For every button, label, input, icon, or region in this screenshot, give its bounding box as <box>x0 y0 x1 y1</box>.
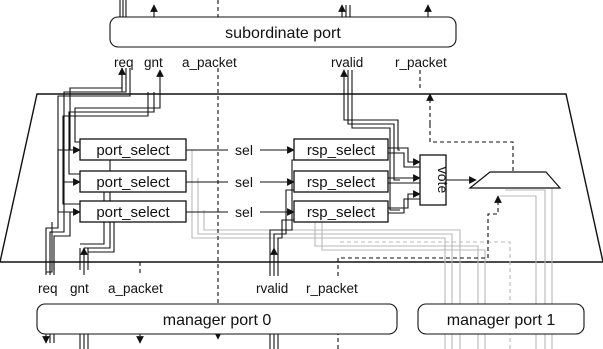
port-select-label-1: port_select <box>96 142 170 159</box>
rsp-select-box-2 <box>293 170 389 193</box>
sel-label-1: sel <box>235 142 253 158</box>
manager-port-1-label: manager port 1 <box>447 312 556 329</box>
rsp-select-box-3 <box>293 200 389 223</box>
sel-label-2: sel <box>235 174 253 190</box>
bottom-rvalid-label: rvalid <box>256 281 288 296</box>
top-a-packet-label: a_packet <box>182 55 237 70</box>
sel-arrows <box>186 146 295 216</box>
rsp-select-box-1 <box>293 138 389 161</box>
manager-port-1-box <box>417 303 585 335</box>
port-select-box-2 <box>79 170 187 193</box>
bottom-r-packet-label: r_packet <box>306 281 358 296</box>
bottom-a-packet-label: a_packet <box>108 281 163 296</box>
vote-box <box>419 154 447 206</box>
sel-label-3: sel <box>235 204 253 220</box>
bottom-req-label: req <box>38 281 58 296</box>
response-mux <box>468 171 562 189</box>
rsp-select-label-1: rsp_select <box>307 142 376 159</box>
vote-label: vote <box>435 167 451 194</box>
rsp-select-label-3: rsp_select <box>307 204 376 221</box>
top-rvalid-label: rvalid <box>331 55 363 70</box>
top-r-packet-label: r_packet <box>395 55 447 70</box>
rsp-to-vote <box>388 147 477 214</box>
manager-port-0-label: manager port 0 <box>163 312 272 329</box>
port-select-label-2: port_select <box>96 174 170 191</box>
top-gnt-label: gnt <box>144 55 163 70</box>
grey-wires <box>191 150 553 349</box>
subordinate-port-box <box>109 16 457 48</box>
top-req-label: req <box>114 55 134 70</box>
port-select-label-3: port_select <box>96 204 170 221</box>
bottom-gnt-label: gnt <box>70 281 89 296</box>
rsp-select-label-2: rsp_select <box>307 174 376 191</box>
port-select-box-1 <box>79 138 187 161</box>
manager-port-0-box <box>36 303 398 335</box>
port-select-box-3 <box>79 200 187 223</box>
subordinate-port-label: subordinate port <box>225 25 341 42</box>
